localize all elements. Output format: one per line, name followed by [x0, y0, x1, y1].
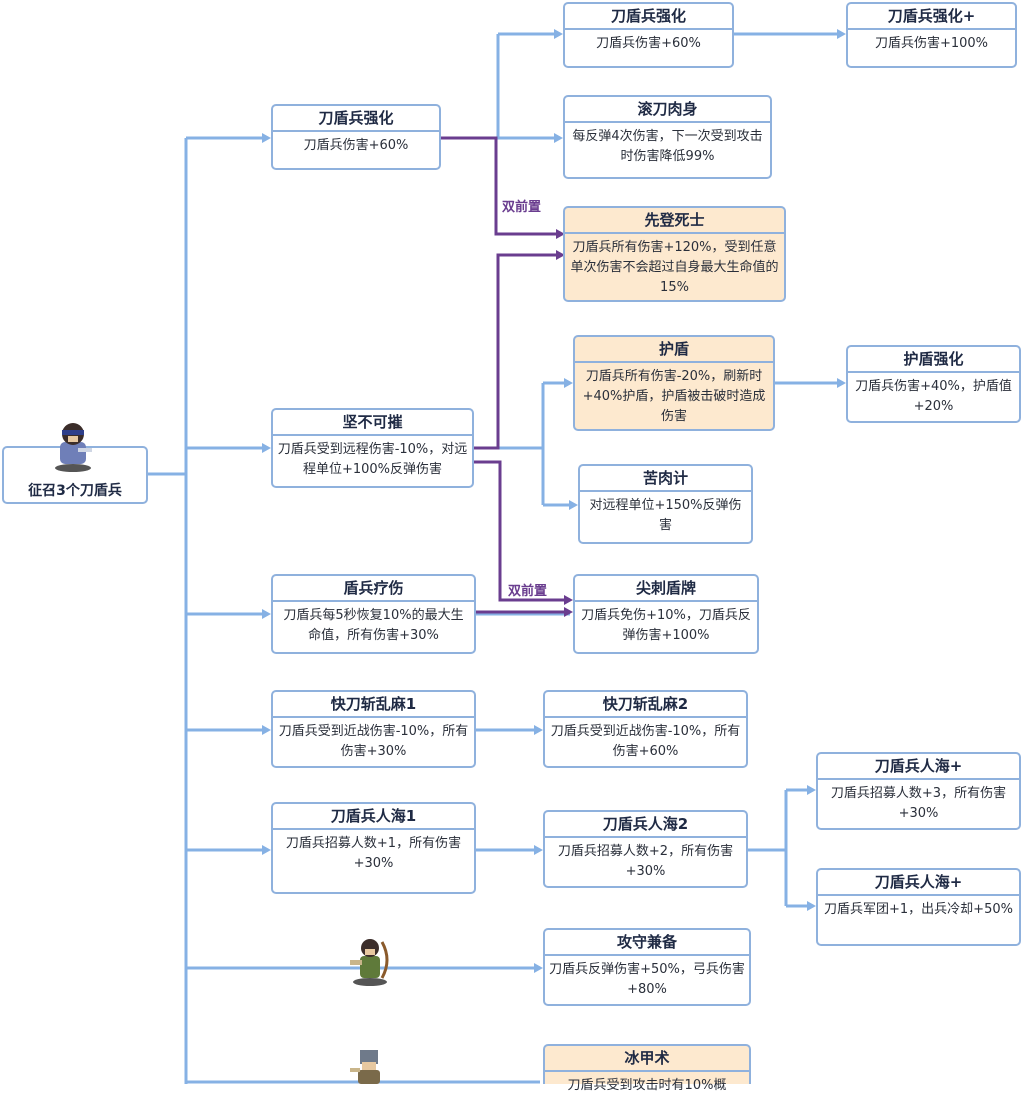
skill-desc: 每反弹4次伤害，下一次受到攻击时伤害降低99% — [572, 129, 763, 164]
skill-title: 快刀斩乱麻1 — [273, 692, 474, 718]
arrow-prereq-1 — [556, 229, 565, 239]
arrow-n9 — [569, 500, 578, 510]
skill-node-n18[interactable]: 攻守兼备 刀盾兵反弹伤害+50%，弓兵伤害+80% — [543, 928, 751, 1006]
arrow-n18 — [534, 963, 543, 973]
arrow-n17 — [807, 901, 816, 911]
skill-title: 刀盾兵人海+ — [818, 870, 1019, 896]
skill-desc: 刀盾兵免伤+10%，刀盾兵反弹伤害+100% — [581, 608, 751, 643]
skill-desc: 刀盾兵所有伤害-20%，刷新时+40%护盾，护盾被击破时造成伤害 — [582, 369, 766, 424]
arrow-prereq-4 — [564, 607, 573, 617]
edge-prereq-n3-n5 — [441, 136, 556, 236]
skill-desc: 刀盾兵每5秒恢复10%的最大生命值，所有伤害+30% — [283, 608, 464, 643]
arrow-prereq-2 — [556, 250, 565, 260]
skill-title: 盾兵疗伤 — [273, 576, 474, 602]
skill-desc: 刀盾兵招募人数+2，所有伤害+30% — [557, 844, 734, 879]
lancer-icon — [350, 1050, 380, 1084]
arrow-n4 — [554, 133, 563, 143]
arrow-n8 — [262, 443, 271, 453]
skill-node-n5[interactable]: 先登死士 刀盾兵所有伤害+120%，受到任意单次伤害不会超过自身最大生命值的15… — [563, 206, 786, 302]
skill-title: 刀盾兵人海1 — [273, 804, 474, 830]
skill-node-n19[interactable]: 冰甲术 刀盾兵受到攻击时有10%概 — [543, 1044, 751, 1093]
skill-title: 刀盾兵人海+ — [818, 754, 1019, 780]
root-label: 征召3个刀盾兵 — [28, 483, 122, 499]
skill-desc: 刀盾兵伤害+60% — [303, 138, 409, 153]
skill-node-n8[interactable]: 坚不可摧 刀盾兵受到远程伤害-10%，对远程单位+100%反弹伤害 — [271, 408, 474, 488]
soldier-icon — [55, 423, 92, 472]
skill-node-n4[interactable]: 滚刀肉身 每反弹4次伤害，下一次受到攻击时伤害降低99% — [563, 95, 772, 179]
archer-icon — [350, 939, 389, 986]
arrow-n13 — [534, 725, 543, 735]
prereq-label-lower: 双前置 — [508, 584, 548, 599]
edge-n15-n16-n17 — [748, 788, 813, 908]
skill-node-n17[interactable]: 刀盾兵人海+ 刀盾兵军团+1，出兵冷却+50% — [816, 868, 1021, 946]
skill-title: 刀盾兵强化 — [565, 4, 732, 30]
skill-node-n7[interactable]: 护盾强化 刀盾兵伤害+40%，护盾值+20% — [846, 345, 1021, 423]
edge-prereq-n8-n5 — [474, 253, 556, 450]
skill-title: 攻守兼备 — [545, 930, 749, 956]
skill-title: 尖刺盾牌 — [575, 576, 757, 602]
arrow-n1 — [554, 29, 563, 39]
skill-title: 护盾 — [575, 337, 773, 363]
skill-node-n1[interactable]: 刀盾兵强化 刀盾兵伤害+60% — [563, 2, 734, 68]
arrow-n16 — [807, 785, 816, 795]
skill-node-n3[interactable]: 刀盾兵强化 刀盾兵伤害+60% — [271, 104, 441, 170]
arrow-prereq-3 — [564, 595, 573, 605]
skill-desc: 刀盾兵所有伤害+120%，受到任意单次伤害不会超过自身最大生命值的15% — [570, 240, 779, 295]
skill-node-n13[interactable]: 快刀斩乱麻2 刀盾兵受到近战伤害-10%，所有伤害+60% — [543, 690, 748, 768]
skill-title: 苦肉计 — [580, 466, 751, 492]
arrow-n12 — [262, 725, 271, 735]
skill-desc: 刀盾兵伤害+60% — [596, 36, 701, 51]
skill-title: 冰甲术 — [545, 1046, 749, 1072]
skill-title: 护盾强化 — [848, 347, 1019, 373]
prereq-label-upper: 双前置 — [502, 200, 542, 215]
edge-n3-n1-n4 — [441, 32, 560, 140]
edge-n8-n6-n9 — [474, 381, 575, 507]
arrow-n7 — [837, 378, 846, 388]
skill-desc: 刀盾兵受到近战伤害-10%，所有伤害+30% — [278, 724, 469, 759]
skill-node-n14[interactable]: 刀盾兵人海1 刀盾兵招募人数+1，所有伤害+30% — [271, 802, 476, 894]
skill-desc: 刀盾兵受到远程伤害-10%，对远程单位+100%反弹伤害 — [277, 442, 468, 477]
skill-title: 滚刀肉身 — [565, 97, 770, 123]
skill-title: 刀盾兵人海2 — [545, 812, 746, 838]
skill-desc: 刀盾兵伤害+100% — [874, 36, 989, 51]
skill-desc: 刀盾兵伤害+40%，护盾值+20% — [855, 379, 1012, 414]
arrow-n3 — [262, 133, 271, 143]
skill-desc: 刀盾兵招募人数+1，所有伤害+30% — [285, 836, 462, 871]
skill-title: 坚不可摧 — [273, 410, 472, 436]
skill-node-n6[interactable]: 护盾 刀盾兵所有伤害-20%，刷新时+40%护盾，护盾被击破时造成伤害 — [573, 335, 775, 431]
skill-desc: 刀盾兵受到攻击时有10%概 — [567, 1078, 727, 1093]
arrow-n14 — [262, 845, 271, 855]
skill-node-n2[interactable]: 刀盾兵强化+ 刀盾兵伤害+100% — [846, 2, 1017, 68]
skill-desc: 刀盾兵军团+1，出兵冷却+50% — [824, 902, 1013, 917]
skill-desc: 刀盾兵受到近战伤害-10%，所有伤害+60% — [550, 724, 741, 759]
skill-node-n9[interactable]: 苦肉计 对远程单位+150%反弹伤害 — [578, 464, 753, 544]
skill-title: 刀盾兵强化+ — [848, 4, 1015, 30]
edge-root-trunk — [148, 138, 188, 1084]
arrow-n10 — [262, 609, 271, 619]
arrow-n6 — [564, 378, 573, 388]
skill-node-n11[interactable]: 尖刺盾牌 刀盾兵免伤+10%，刀盾兵反弹伤害+100% — [573, 574, 759, 654]
skill-node-n15[interactable]: 刀盾兵人海2 刀盾兵招募人数+2，所有伤害+30% — [543, 810, 748, 888]
skill-title: 快刀斩乱麻2 — [545, 692, 746, 718]
skill-title: 刀盾兵强化 — [273, 106, 439, 132]
arrow-n15 — [534, 845, 543, 855]
edge-prereq-n8-n11 — [474, 460, 564, 602]
skill-title: 先登死士 — [565, 208, 784, 234]
skill-desc: 刀盾兵反弹伤害+50%，弓兵伤害+80% — [549, 962, 745, 997]
skill-node-n16[interactable]: 刀盾兵人海+ 刀盾兵招募人数+3，所有伤害+30% — [816, 752, 1021, 830]
skill-desc: 刀盾兵招募人数+3，所有伤害+30% — [830, 786, 1007, 821]
skill-node-n10[interactable]: 盾兵疗伤 刀盾兵每5秒恢复10%的最大生命值，所有伤害+30% — [271, 574, 476, 654]
skill-desc: 对远程单位+150%反弹伤害 — [589, 498, 742, 533]
arrow-n2 — [837, 29, 846, 39]
skill-node-n12[interactable]: 快刀斩乱麻1 刀盾兵受到近战伤害-10%，所有伤害+30% — [271, 690, 476, 768]
